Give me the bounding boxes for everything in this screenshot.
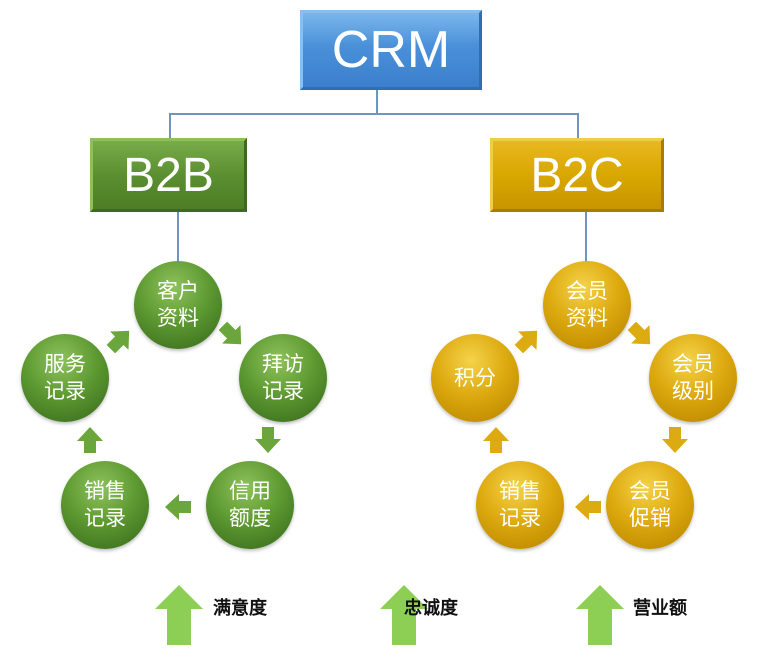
b2b-cycle-node-label: 客户 xyxy=(157,279,199,303)
b2b-node: B2B xyxy=(90,138,247,212)
connector-b2b-cycle xyxy=(177,212,179,264)
connector-horizontal xyxy=(169,113,579,115)
b2c-cycle-node-label: 会员 xyxy=(672,352,714,376)
crm-root-label: CRM xyxy=(331,21,451,79)
cycle-arrow-icon xyxy=(77,427,103,453)
b2c-cycle-node: 销售记录 xyxy=(476,461,564,549)
cycle-arrow-icon xyxy=(627,321,651,345)
up-arrow-icon xyxy=(576,585,624,645)
cycle-arrow-icon xyxy=(218,321,242,345)
crm-root-node: CRM xyxy=(300,10,482,90)
b2c-cycle-node-label: 促销 xyxy=(629,506,671,530)
b2c-cycle-node: 会员促销 xyxy=(606,461,694,549)
outcome-label-satisfaction: 满意度 xyxy=(213,598,267,619)
b2c-cycle-node: 会员级别 xyxy=(649,334,737,422)
b2b-cycle-node-label: 拜访 xyxy=(262,352,304,376)
b2b-cycle-node-label: 服务 xyxy=(44,352,86,376)
b2c-cycle-node-label: 记录 xyxy=(499,506,541,530)
b2c-cycle-node: 积分 xyxy=(431,334,519,422)
b2c-cycle-node-label: 积分 xyxy=(454,365,496,390)
cycle-arrow-icon xyxy=(662,427,688,453)
b2b-cycle-node-label: 额度 xyxy=(229,506,271,530)
outcome-label-loyalty: 忠诚度 xyxy=(404,598,458,619)
connector-root-down xyxy=(376,90,378,114)
b2b-cycle-node: 拜访记录 xyxy=(239,334,327,422)
b2b-cycle-node: 销售记录 xyxy=(61,461,149,549)
b2c-cycle-node-label: 销售 xyxy=(499,479,541,503)
connector-b2c-cycle xyxy=(585,212,587,264)
cycle-arrow-icon xyxy=(514,330,538,354)
b2b-cycle-node-label: 记录 xyxy=(262,379,304,403)
cycle-arrow-icon xyxy=(255,427,281,453)
b2c-cycle-node-label: 级别 xyxy=(672,379,714,403)
b2b-cycle-node: 服务记录 xyxy=(21,334,109,422)
b2c-node: B2C xyxy=(490,138,664,212)
b2b-cycle-node-label: 销售 xyxy=(84,479,126,503)
b2b-cycle-node: 信用额度 xyxy=(206,461,294,549)
b2c-label: B2C xyxy=(530,148,624,202)
b2c-cycle-node-label: 资料 xyxy=(566,306,608,330)
b2b-cycle-node-label: 资料 xyxy=(157,306,199,330)
b2b-label: B2B xyxy=(123,148,214,202)
b2b-cycle-node-label: 记录 xyxy=(84,506,126,530)
b2b-cycle-node: 客户资料 xyxy=(134,261,222,349)
cycle-arrow-icon xyxy=(575,494,601,520)
b2b-cycle-node-label: 信用 xyxy=(229,479,271,503)
outcome-label-revenue: 营业额 xyxy=(633,598,687,619)
b2c-cycle-node: 会员资料 xyxy=(543,261,631,349)
connector-to-b2c xyxy=(577,113,579,138)
cycle-arrow-icon xyxy=(483,427,509,453)
connector-to-b2b xyxy=(169,113,171,138)
b2c-cycle-node-label: 会员 xyxy=(629,479,671,503)
b2c-cycle-node-label: 会员 xyxy=(566,279,608,303)
cycle-arrow-icon xyxy=(165,494,191,520)
up-arrow-icon xyxy=(380,585,428,645)
cycle-arrow-icon xyxy=(106,330,130,354)
b2b-cycle-node-label: 记录 xyxy=(44,379,86,403)
up-arrow-icon xyxy=(155,585,203,645)
